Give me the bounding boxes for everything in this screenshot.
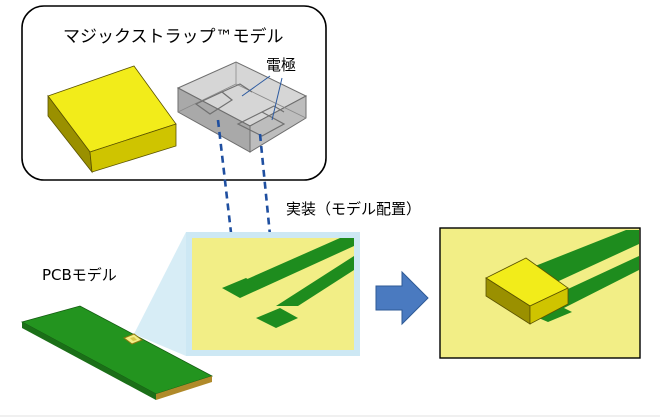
pcb-board xyxy=(20,305,214,400)
electrode-label: 電極 xyxy=(266,56,296,74)
mounted-component xyxy=(485,257,569,325)
electrode-pointer-left xyxy=(241,75,271,97)
component-yellow-block xyxy=(47,65,177,174)
electrode-pad-right xyxy=(236,111,286,137)
zoom-view-board xyxy=(186,232,360,356)
result-view xyxy=(439,227,641,359)
right-arrow-icon xyxy=(375,270,429,326)
zoom-pad-right xyxy=(256,308,298,328)
electrode-pad-left xyxy=(194,91,234,115)
model-title: マジックストラップ™モデル xyxy=(63,26,284,47)
mounting-label: 実装（モデル配置） xyxy=(286,200,421,218)
pcb-model-label: PCBモデル xyxy=(42,266,117,284)
zoom-callout-wedge xyxy=(134,232,186,356)
electrode-pointer-right xyxy=(271,77,283,121)
zoom-pad-left xyxy=(222,278,262,298)
